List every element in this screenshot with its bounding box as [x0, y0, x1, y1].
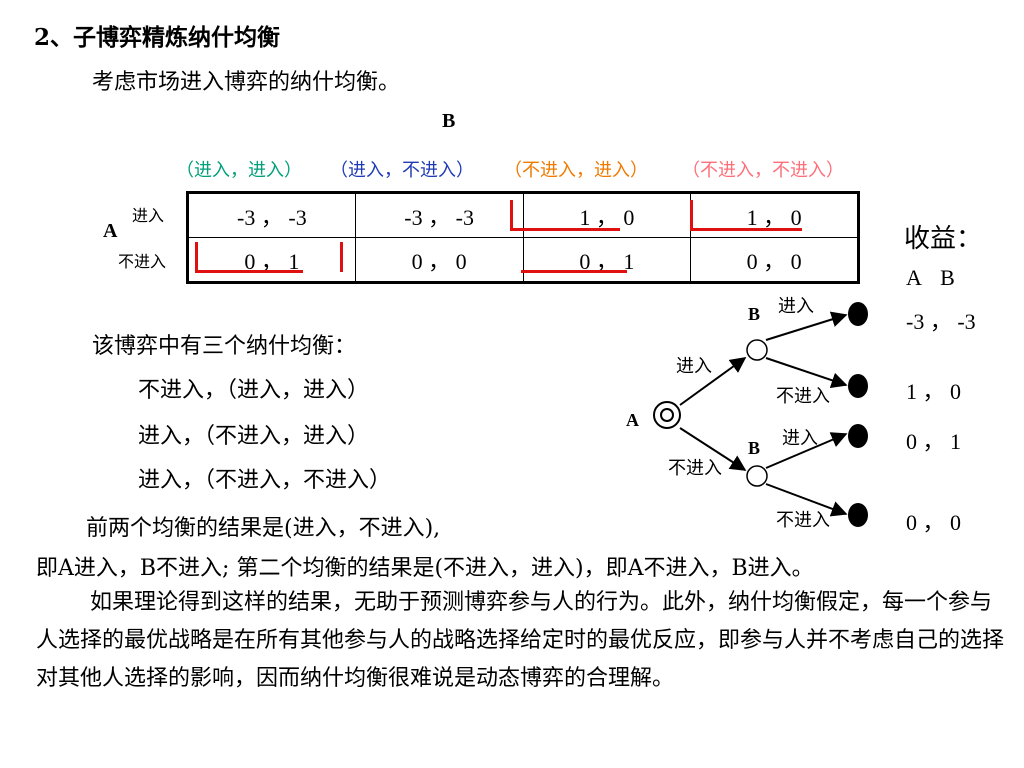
payoff-value-2: 1 ， 0	[906, 379, 962, 404]
tree-root-label: A	[626, 410, 639, 430]
best-response-mark	[510, 200, 513, 230]
matrix-cell: 0 ， 1	[522, 237, 692, 283]
payoff-value-4: 0 ， 0	[906, 510, 962, 535]
column-player-label: B	[442, 110, 456, 132]
terminal-node	[848, 503, 868, 527]
col-strategy-2: （进入，不进入）	[330, 160, 474, 181]
edge-bbot-noenter	[765, 483, 848, 517]
b-node-top	[746, 339, 768, 361]
payoff-value-3: 0 ， 1	[906, 429, 962, 454]
edge-bbot-enter	[765, 432, 848, 469]
explanation-paragraph: 如果理论得到这样的结果，无助于预测博弈参与人的行为。此外，纳什均衡假定，每一个参…	[36, 590, 1005, 691]
matrix-row-noenter: 0 ， 1 0 ， 0 0 ， 1 0 ， 0	[187, 237, 859, 283]
tree-bbot-enter-label: 进入	[782, 428, 818, 449]
row-strategy-enter: 进入	[132, 206, 165, 225]
best-response-mark	[690, 228, 802, 231]
best-response-mark	[340, 242, 343, 272]
intro-text: 考虑市场进入博弈的纳什均衡。	[92, 70, 401, 95]
best-response-mark	[690, 200, 693, 230]
tree-b-top-label: B	[748, 304, 760, 324]
terminal-node	[848, 302, 868, 326]
best-response-mark	[195, 242, 198, 272]
b-node-bottom	[746, 465, 768, 487]
nash-equilibrium-2: 进入，（不进入，进入）	[138, 424, 370, 449]
best-response-mark	[521, 270, 627, 273]
payoff-value-1: -3 ， -3	[906, 309, 976, 334]
payoff-players: A B	[906, 265, 955, 290]
nash-equilibrium-1: 不进入，（进入，进入）	[138, 378, 370, 403]
edge-a-noenter	[679, 427, 747, 471]
tree-btop-noenter-label: 不进入	[776, 386, 830, 407]
section-heading: 2、子博弈精炼纳什均衡	[34, 24, 281, 51]
tree-a-noenter-label: 不进入	[668, 458, 722, 479]
row-strategy-noenter: 不进入	[118, 252, 167, 271]
edge-btop-enter	[765, 311, 848, 341]
col-strategy-1: （进入，进入）	[176, 160, 302, 181]
terminal-node	[848, 374, 868, 398]
edge-a-enter	[679, 357, 747, 406]
col-strategy-3: （不进入，进入）	[504, 160, 648, 181]
matrix-cell: 0 ， 0	[354, 237, 524, 283]
tree-bbot-noenter-label: 不进入	[776, 510, 830, 531]
root-node-inner	[660, 408, 674, 422]
tree-b-bottom-label: B	[748, 438, 760, 458]
outcome-line-2: 即A进入，B不进入; 第二个均衡的结果是(不进入，进入)，即A不进入，B进入。	[36, 556, 814, 581]
tree-btop-enter-label: 进入	[778, 296, 814, 317]
best-response-mark	[510, 228, 620, 231]
terminal-node	[848, 424, 868, 448]
nash-heading: 该博弈中有三个纳什均衡：	[92, 334, 357, 359]
row-player-label: A	[103, 220, 118, 242]
col-strategy-4: （不进入，不进入）	[682, 160, 844, 181]
nash-equilibrium-3: 进入，（不进入，不进入）	[138, 468, 392, 493]
edge-btop-noenter	[765, 357, 848, 388]
payoff-heading: 收益：	[904, 224, 983, 254]
tree-a-enter-label: 进入	[676, 356, 712, 377]
outcome-line-1: 前两个均衡的结果是(进入，不进入),	[86, 516, 441, 541]
matrix-cell: 0 ， 0	[690, 237, 859, 283]
best-response-mark	[195, 270, 303, 273]
